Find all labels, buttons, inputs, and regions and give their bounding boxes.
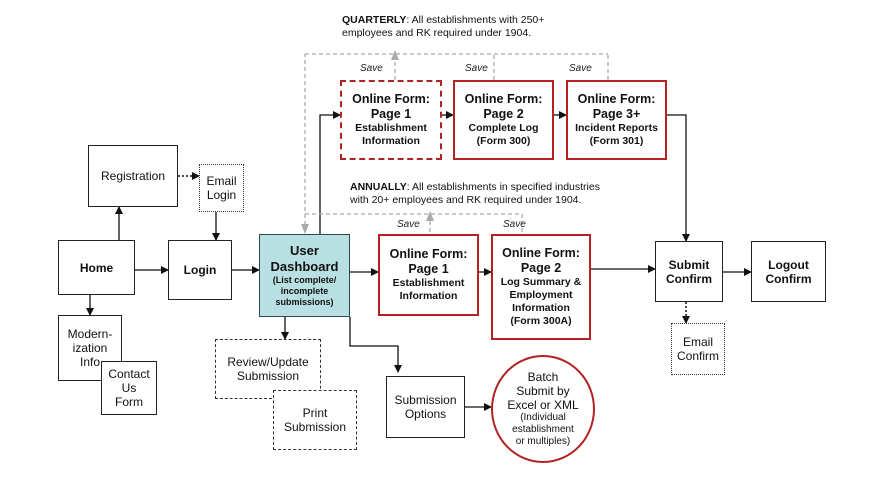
annually-head: ANNUALLY bbox=[350, 181, 407, 193]
dashboard-line2: Dashboard bbox=[270, 259, 339, 274]
email-login-node: Email Login bbox=[199, 164, 244, 212]
save-label-q2: Save bbox=[465, 63, 488, 74]
a2-sub4: (Form 300A) bbox=[510, 315, 572, 327]
q1-title1: Online Form: bbox=[352, 92, 430, 106]
annually-body-2: with 20+ employees and RK required under… bbox=[350, 194, 582, 206]
annually-note: ANNUALLY: All establishments in specifie… bbox=[350, 181, 600, 207]
save-arrowhead-up bbox=[391, 50, 399, 60]
q3-sub2: (Form 301) bbox=[589, 135, 644, 147]
a2-sub2: Employment bbox=[509, 289, 573, 301]
dashboard-sub3: submissions) bbox=[275, 297, 334, 307]
print-submission-node[interactable]: Print Submission bbox=[273, 390, 357, 450]
batch-submit-node[interactable]: Batch Submit by Excel or XML (Individual… bbox=[491, 355, 595, 463]
home-label: Home bbox=[79, 260, 114, 275]
q2-title2: Page 2 bbox=[483, 107, 524, 121]
a2-sub1: Log Summary & bbox=[500, 276, 582, 288]
quarterly-head: QUARTERLY bbox=[342, 14, 407, 26]
quarterly-note: QUARTERLY: All establishments with 250+ … bbox=[342, 14, 544, 40]
a1-title2: Page 1 bbox=[408, 262, 449, 276]
arrow-dashboard-options bbox=[349, 317, 402, 373]
contact-line2: Us bbox=[121, 381, 137, 395]
dashboard-line1: User bbox=[290, 243, 319, 258]
quarterly-body: : All establishments with 250+ bbox=[406, 14, 545, 26]
logout-line2: Confirm bbox=[765, 271, 812, 286]
quarterly-page2-node[interactable]: Online Form: Page 2 Complete Log (Form 3… bbox=[453, 80, 554, 160]
review-line1: Review/Update bbox=[227, 355, 309, 369]
batch-sub2: establishment bbox=[512, 424, 574, 435]
q2-sub1: Complete Log bbox=[468, 122, 539, 134]
save-label-a2: Save bbox=[503, 219, 526, 230]
annual-page1-node[interactable]: Online Form: Page 1 Establishment Inform… bbox=[378, 234, 479, 316]
a2-title2: Page 2 bbox=[520, 261, 562, 275]
q3-title1: Online Form: bbox=[577, 92, 656, 106]
a1-title1: Online Form: bbox=[389, 247, 468, 261]
batch-line2: Submit by bbox=[516, 384, 570, 398]
a2-title1: Online Form: bbox=[502, 246, 580, 260]
save-arrowhead-down bbox=[301, 224, 309, 234]
q3-title2: Page 3+ bbox=[592, 107, 641, 121]
q1-sub2: Information bbox=[362, 135, 420, 147]
q2-title1: Online Form: bbox=[464, 92, 543, 106]
contact-us-node[interactable]: Contact Us Form bbox=[101, 361, 157, 415]
annually-body: : All establishments in specified indust… bbox=[406, 181, 600, 193]
batch-sub1: (Individual bbox=[520, 412, 566, 423]
print-line1: Print bbox=[302, 406, 328, 420]
print-line2: Submission bbox=[283, 420, 347, 434]
login-label: Login bbox=[183, 263, 217, 277]
email-login-line2: Login bbox=[206, 188, 237, 202]
review-line2: Submission bbox=[236, 369, 300, 383]
q1-title2: Page 1 bbox=[370, 107, 412, 121]
modernization-line2: ization bbox=[72, 341, 108, 355]
save-label-q1: Save bbox=[360, 63, 383, 74]
logout-line1: Logout bbox=[768, 257, 809, 272]
login-node[interactable]: Login bbox=[168, 240, 232, 300]
dashboard-sub1: (List complete/ bbox=[272, 275, 337, 285]
options-line2: Options bbox=[404, 407, 447, 421]
email-confirm-node: Email Confirm bbox=[671, 323, 725, 375]
save-label-q3: Save bbox=[569, 63, 592, 74]
submit-line1: Submit bbox=[668, 257, 710, 272]
quarterly-page3-node[interactable]: Online Form: Page 3+ Incident Reports (F… bbox=[566, 80, 667, 160]
annual-page2-node[interactable]: Online Form: Page 2 Log Summary & Employ… bbox=[491, 234, 591, 340]
quarterly-page1-node[interactable]: Online Form: Page 1 Establishment Inform… bbox=[340, 80, 442, 160]
submission-options-node[interactable]: Submission Options bbox=[386, 376, 465, 438]
submit-line2: Confirm bbox=[666, 271, 712, 286]
modernization-line1: Modern- bbox=[67, 327, 113, 341]
email-confirm-line1: Email bbox=[682, 335, 713, 349]
a1-sub2: Information bbox=[399, 290, 458, 302]
modernization-line3: Info bbox=[79, 355, 100, 369]
q1-sub1: Establishment bbox=[355, 122, 427, 134]
dashboard-sub2: incomplete bbox=[280, 286, 329, 296]
options-line1: Submission bbox=[394, 393, 457, 407]
email-confirm-line2: Confirm bbox=[676, 349, 719, 363]
batch-line3: Excel or XML bbox=[507, 398, 579, 412]
home-node[interactable]: Home bbox=[58, 240, 135, 295]
save-arrowhead-up-2 bbox=[426, 211, 434, 221]
q3-sub1: Incident Reports bbox=[575, 122, 658, 134]
a1-sub1: Establishment bbox=[392, 277, 465, 289]
contact-line3: Form bbox=[115, 395, 143, 409]
review-update-node[interactable]: Review/Update Submission bbox=[215, 339, 321, 399]
q2-sub2: (Form 300) bbox=[476, 135, 531, 147]
logout-confirm-node[interactable]: Logout Confirm bbox=[751, 241, 826, 302]
user-dashboard-node[interactable]: User Dashboard (List complete/ incomplet… bbox=[259, 234, 350, 317]
submit-confirm-node[interactable]: Submit Confirm bbox=[655, 241, 723, 302]
quarterly-body-2: employees and RK required under 1904. bbox=[342, 27, 532, 39]
email-login-line1: Email bbox=[206, 174, 237, 188]
save-label-a1: Save bbox=[397, 219, 420, 230]
registration-node[interactable]: Registration bbox=[88, 145, 178, 207]
a2-sub3: Information bbox=[512, 302, 570, 314]
registration-label: Registration bbox=[100, 169, 166, 183]
arrow-q3-submit bbox=[667, 114, 690, 242]
arrow-dashboard-quarterly bbox=[319, 111, 341, 235]
contact-line1: Contact bbox=[108, 367, 150, 381]
batch-sub3: or multiples) bbox=[515, 436, 571, 447]
batch-line1: Batch bbox=[527, 370, 559, 384]
